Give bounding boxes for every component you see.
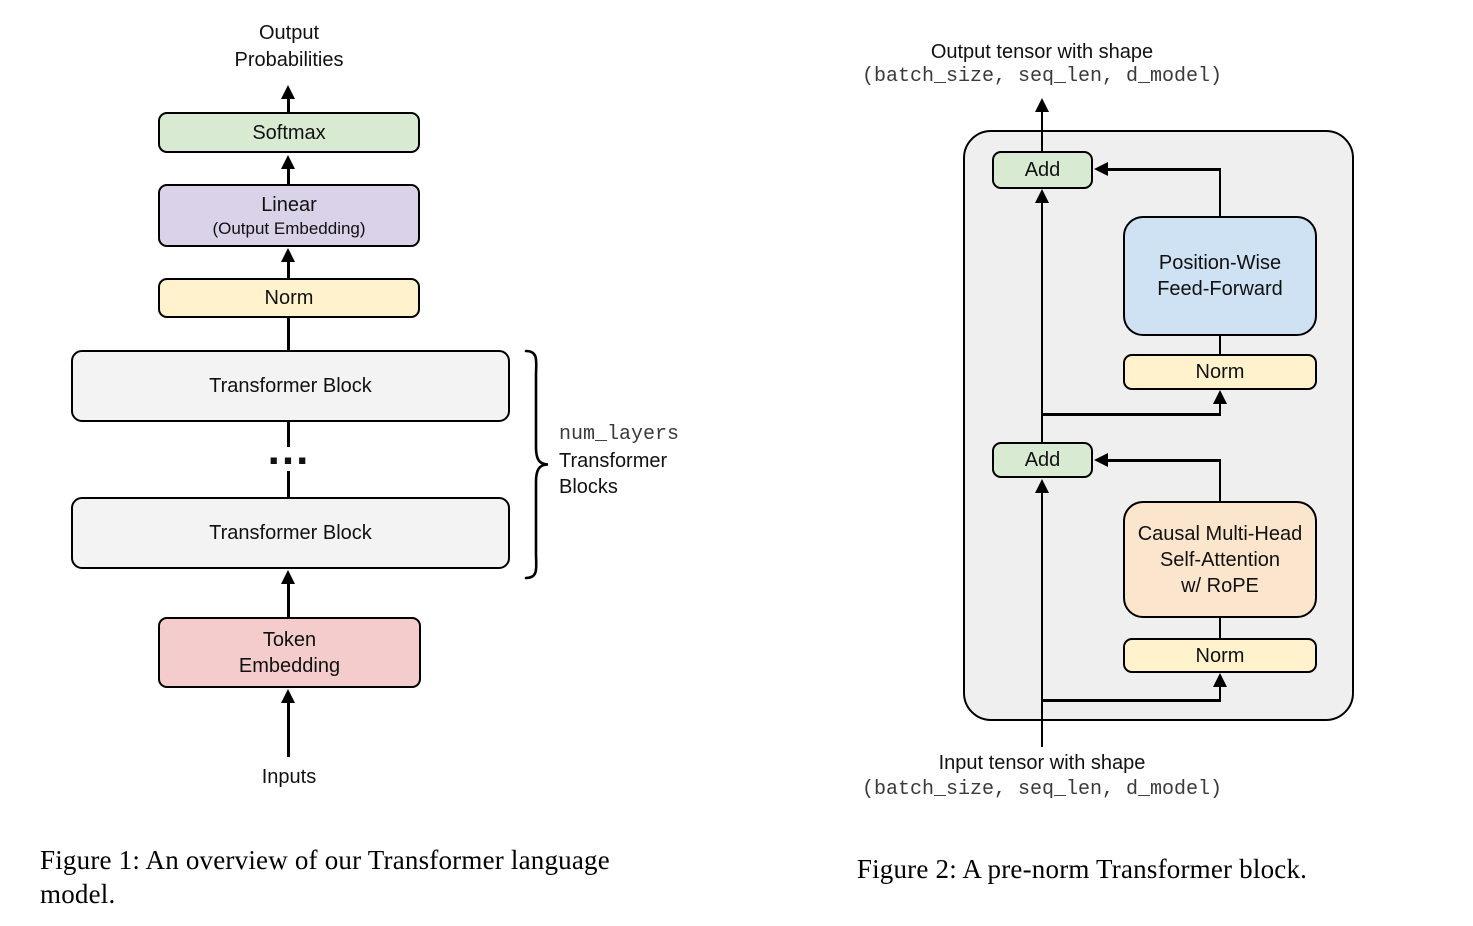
arrow-residual-to-add-top bbox=[1035, 189, 1049, 203]
token-embedding-line2: Embedding bbox=[238, 654, 341, 677]
input-line bbox=[1040, 492, 1044, 747]
attn-output-elbow bbox=[1107, 459, 1221, 462]
connector-line bbox=[287, 98, 290, 113]
branch-line-to-norm-bottom bbox=[1041, 699, 1221, 702]
linear-label: Linear bbox=[261, 193, 317, 216]
norm-label: Norm bbox=[264, 287, 314, 309]
ellipsis-text: ... bbox=[267, 425, 311, 474]
num-layers-line3: Blocks bbox=[559, 476, 618, 498]
attention-box: Causal Multi-Head Self-Attention w/ RoPE bbox=[1123, 501, 1317, 618]
residual-line bbox=[1040, 202, 1044, 443]
attn-output-line bbox=[1218, 459, 1222, 502]
figure1-caption-line2: model. bbox=[40, 879, 116, 909]
arrow-into-add-top bbox=[1094, 162, 1108, 176]
arrow-into-norm-top bbox=[1213, 390, 1227, 404]
ff-output-elbow bbox=[1107, 168, 1221, 171]
transformer-block-bottom: Transformer Block bbox=[71, 497, 510, 569]
arrow-residual-to-add-bottom bbox=[1035, 479, 1049, 493]
connector-line bbox=[287, 317, 290, 351]
add-box-bottom: Add bbox=[992, 442, 1093, 478]
arrow-softmax-to-output bbox=[281, 85, 295, 99]
arrow-into-add-bottom bbox=[1094, 453, 1108, 467]
num-layers-label: num_layers bbox=[559, 423, 680, 446]
connector-line bbox=[1040, 111, 1044, 151]
norm-bottom-to-attn-line bbox=[1218, 617, 1222, 638]
softmax-label: Softmax bbox=[252, 121, 326, 144]
arrow-inputs-to-embedding bbox=[281, 689, 295, 703]
figure1-caption-line1: Figure 1: An overview of our Transformer… bbox=[40, 845, 610, 875]
norm-box-final: Norm bbox=[158, 278, 420, 318]
feed-forward-line2: Feed-Forward bbox=[1157, 278, 1283, 300]
transformer-block-top: Transformer Block bbox=[71, 350, 510, 422]
attention-line1: Causal Multi-Head bbox=[1137, 522, 1303, 545]
feed-forward-line1: Position-Wise bbox=[1158, 252, 1282, 274]
token-embedding-line1: Token bbox=[262, 628, 317, 651]
arrow-into-norm-bottom bbox=[1213, 673, 1227, 687]
ff-output-line bbox=[1218, 168, 1222, 216]
connector-line bbox=[287, 471, 290, 498]
linear-sublabel: (Output Embedding) bbox=[212, 218, 366, 238]
output-probabilities-line2: Probabilities bbox=[234, 49, 344, 71]
add-box-top: Add bbox=[992, 151, 1093, 189]
branch-stub-norm-top bbox=[1218, 402, 1222, 414]
figure1-caption: Figure 1: An overview of our Transformer… bbox=[40, 843, 740, 911]
arrow-embedding-to-block bbox=[281, 570, 295, 584]
token-embedding-box: Token Embedding bbox=[158, 617, 421, 688]
figure2-caption: Figure 2: A pre-norm Transformer block. bbox=[856, 854, 1308, 884]
arrow-norm-to-linear bbox=[281, 248, 295, 262]
transformer-block-bottom-label: Transformer Block bbox=[209, 522, 372, 544]
branch-line-to-norm-top bbox=[1041, 413, 1221, 416]
norm-box-bottom: Norm bbox=[1123, 638, 1317, 673]
connector-line bbox=[287, 421, 290, 447]
attention-line3: w/ RoPE bbox=[1181, 574, 1259, 597]
output-tensor-shape: (batch_size, seq_len, d_model) bbox=[861, 65, 1223, 88]
num-layers-line2: Transformer bbox=[559, 450, 668, 472]
inputs-label: Inputs bbox=[261, 766, 317, 788]
connector-line bbox=[287, 261, 290, 279]
connector-line bbox=[287, 168, 290, 185]
branch-stub-norm-bottom bbox=[1218, 687, 1222, 700]
connector-line bbox=[287, 702, 290, 757]
num-layers-brace bbox=[524, 349, 549, 580]
arrow-linear-to-softmax bbox=[281, 155, 295, 169]
attention-line2: Self-Attention bbox=[1159, 548, 1281, 571]
arrow-block-to-output bbox=[1035, 98, 1049, 112]
norm-box-top: Norm bbox=[1123, 354, 1317, 390]
transformer-block-top-label: Transformer Block bbox=[209, 375, 372, 397]
input-tensor-shape: (batch_size, seq_len, d_model) bbox=[861, 778, 1223, 801]
output-probabilities-line1: Output bbox=[258, 22, 320, 44]
output-probabilities-label: Output Probabilities bbox=[157, 20, 421, 74]
ellipsis-dots: ... bbox=[259, 428, 319, 472]
softmax-box: Softmax bbox=[158, 112, 420, 153]
output-tensor-label: Output tensor with shape bbox=[930, 41, 1154, 63]
linear-box: Linear (Output Embedding) bbox=[158, 184, 420, 247]
input-tensor-label: Input tensor with shape bbox=[938, 752, 1146, 774]
feed-forward-box: Position-Wise Feed-Forward bbox=[1123, 216, 1317, 336]
norm-top-to-ff-line bbox=[1218, 335, 1222, 354]
connector-line bbox=[287, 583, 290, 618]
